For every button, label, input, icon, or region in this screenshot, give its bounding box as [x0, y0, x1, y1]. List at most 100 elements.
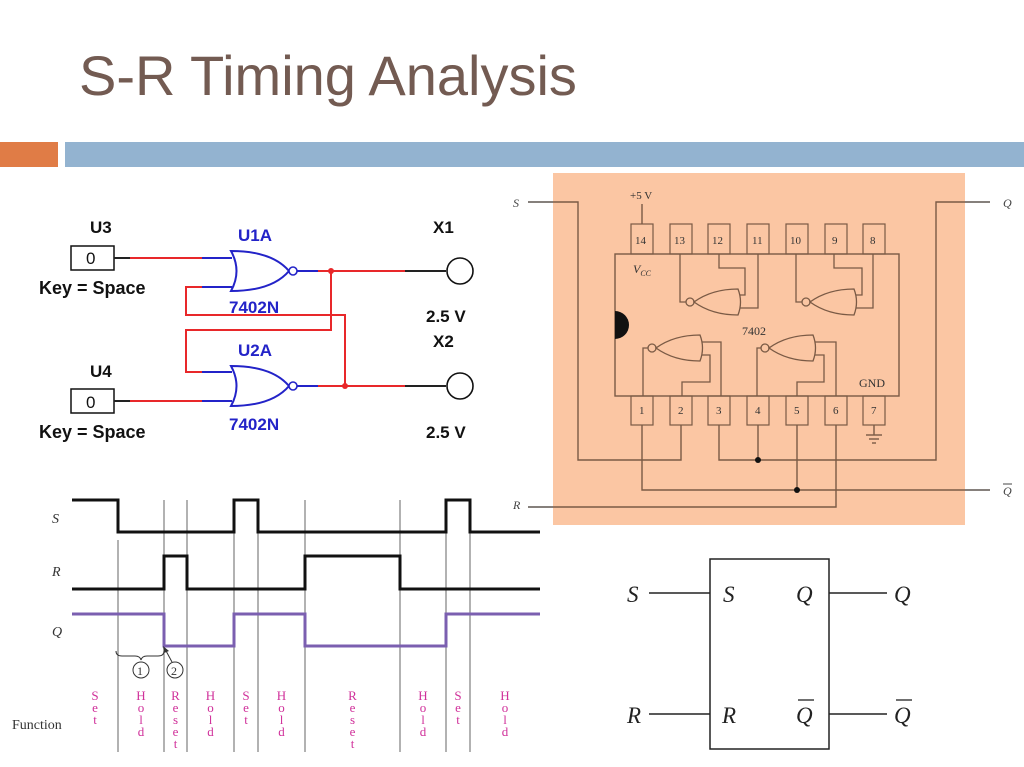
probe-x2-voltage: 2.5 V	[426, 423, 466, 442]
pin-label: 12	[712, 235, 723, 247]
block-ext-qbar: Q	[894, 703, 911, 728]
pin-10	[785, 223, 809, 255]
gate-u2a-part: 7402N	[229, 415, 279, 434]
switch-u3-name: U3	[90, 218, 112, 237]
pin-label: 10	[790, 235, 802, 247]
latch-block	[709, 558, 830, 750]
switch-u3-value: 0	[86, 249, 95, 268]
chip-output-qbar: Q	[1003, 484, 1012, 498]
chip-supply-label: +5 V	[630, 190, 652, 202]
block-in-r: R	[721, 703, 736, 728]
sr-latch-block-symbol: S R S R Q Q Q Q	[626, 558, 912, 750]
chip-name-label: 7402	[742, 324, 766, 338]
gate-wire	[815, 341, 837, 396]
pin-label: 9	[832, 235, 838, 247]
timing-traces	[72, 498, 540, 648]
gate-wire	[679, 254, 686, 303]
pin-9	[824, 223, 848, 255]
gate-wire	[756, 347, 761, 396]
pin-3	[707, 395, 731, 426]
chip-notch-icon	[615, 311, 629, 339]
probe-x1-icon[interactable]	[446, 257, 474, 285]
junction-dot	[342, 383, 348, 389]
feedback-wire-upper	[185, 271, 332, 373]
signal-label-q: Q	[52, 625, 62, 640]
chip-panel-background	[553, 173, 965, 525]
gate-wire	[702, 341, 722, 396]
pin-label: 5	[794, 405, 800, 417]
function-header: Function	[12, 718, 62, 733]
simulation-circuit: U3 0 Key = Space U4 0 Key = Space	[39, 218, 474, 442]
waveform-q	[72, 612, 540, 648]
pin-4	[746, 395, 770, 426]
chip-diagram: S R Q Q	[512, 173, 1012, 525]
pin-8	[862, 223, 886, 255]
switch-u4-key-label: Key = Space	[39, 422, 146, 442]
pin-13	[669, 223, 693, 255]
wire-s-to-pin2	[528, 201, 682, 461]
waveform-s	[72, 498, 540, 534]
pin-label: 6	[833, 405, 839, 417]
signal-label-s: S	[52, 512, 59, 527]
nor-gate-u2a-icon	[229, 364, 291, 408]
pin-2	[669, 395, 693, 426]
nor-gate-icon	[654, 334, 704, 362]
pin-14	[630, 223, 654, 255]
gate-wire	[856, 254, 874, 309]
switch-u4-name: U4	[90, 362, 112, 381]
block-out-qbar: Q	[796, 703, 813, 728]
pin-label: 7	[871, 405, 877, 417]
wire-qbar-output	[641, 425, 990, 491]
inverter-bubble-icon	[288, 381, 298, 391]
probe-x2-icon[interactable]	[446, 372, 474, 400]
chip-internal-gates	[642, 254, 874, 396]
chip-bottom-pins: 1 2 3 4 5 6 7	[630, 395, 886, 426]
pin-label: 8	[870, 235, 876, 247]
pin-7	[862, 395, 886, 426]
pin-label: 2	[678, 405, 684, 417]
gate-wire	[642, 347, 648, 396]
gate-u2a-name: U2A	[238, 341, 272, 360]
junction-dot	[755, 457, 761, 463]
gate-wire	[795, 254, 802, 303]
switch-u4[interactable]	[70, 388, 115, 414]
arrowhead-icon	[163, 646, 169, 653]
gate-wire	[718, 254, 746, 296]
pin-1	[630, 395, 654, 426]
chip-input-r: R	[512, 498, 521, 512]
brace-icon	[115, 650, 165, 661]
accent-bar-orange	[0, 142, 58, 167]
chip-gnd-label: GND	[859, 376, 885, 390]
waveform-r	[72, 554, 540, 591]
block-ext-s: S	[627, 582, 639, 607]
nor-gate-icon	[767, 334, 817, 362]
annotation-circle	[132, 661, 150, 679]
gate-u1a-name: U1A	[238, 226, 272, 245]
nor-gate-icon	[692, 288, 742, 316]
wire-q-output	[718, 201, 990, 461]
switch-u3-key-label: Key = Space	[39, 278, 146, 298]
chip-input-s: S	[513, 196, 519, 210]
annotation-2: 2	[171, 664, 177, 678]
pin-label: 13	[674, 235, 686, 247]
junction-dot	[328, 268, 334, 274]
annotation-circle	[166, 661, 184, 679]
nor-gate-u1a-icon	[229, 249, 291, 293]
gate-wire	[833, 254, 863, 296]
block-out-q: Q	[796, 582, 813, 607]
pin-label: 14	[635, 235, 647, 247]
annotation-1: 1	[137, 664, 143, 678]
probe-x1-name: X1	[433, 218, 454, 237]
pin-label: 11	[752, 235, 763, 247]
